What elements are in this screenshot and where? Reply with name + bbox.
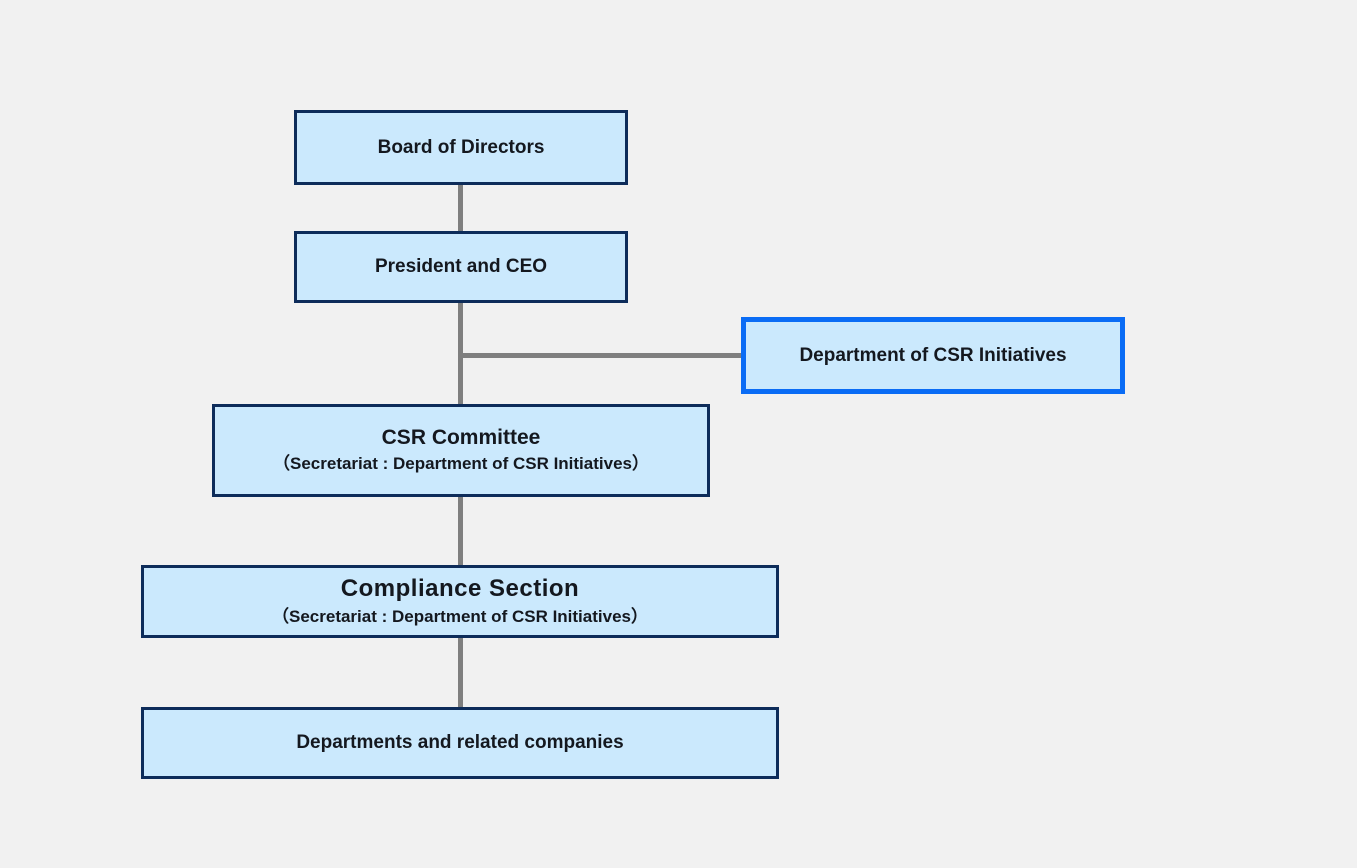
node-president-label: President and CEO: [374, 256, 548, 278]
node-departments-and-related-companies: Departments and related companies: [141, 707, 779, 779]
node-csr-department-label: Department of CSR Initiatives: [799, 344, 1067, 366]
connector-branch-to-csr-department: [458, 353, 742, 358]
connector-compliance-to-departments: [458, 638, 463, 707]
node-csr-committee-label: CSR Committee: [381, 425, 541, 449]
node-compliance-sublabel: （Secretariat : Department of CSR Initiat…: [272, 607, 648, 627]
node-board-label: Board of Directors: [377, 136, 545, 158]
node-board-of-directors: Board of Directors: [294, 110, 628, 185]
connector-board-to-president: [458, 185, 463, 231]
node-csr-committee: CSR Committee （Secretariat : Department …: [212, 404, 710, 497]
node-compliance-label: Compliance Section: [340, 575, 580, 603]
node-department-of-csr-initiatives: Department of CSR Initiatives: [741, 317, 1125, 394]
connector-committee-to-compliance: [458, 497, 463, 565]
node-compliance-section: Compliance Section （Secretariat : Depart…: [141, 565, 779, 638]
node-president-and-ceo: President and CEO: [294, 231, 628, 303]
node-csr-committee-sublabel: （Secretariat : Department of CSR Initiat…: [273, 454, 649, 474]
node-departments-label: Departments and related companies: [296, 732, 624, 754]
